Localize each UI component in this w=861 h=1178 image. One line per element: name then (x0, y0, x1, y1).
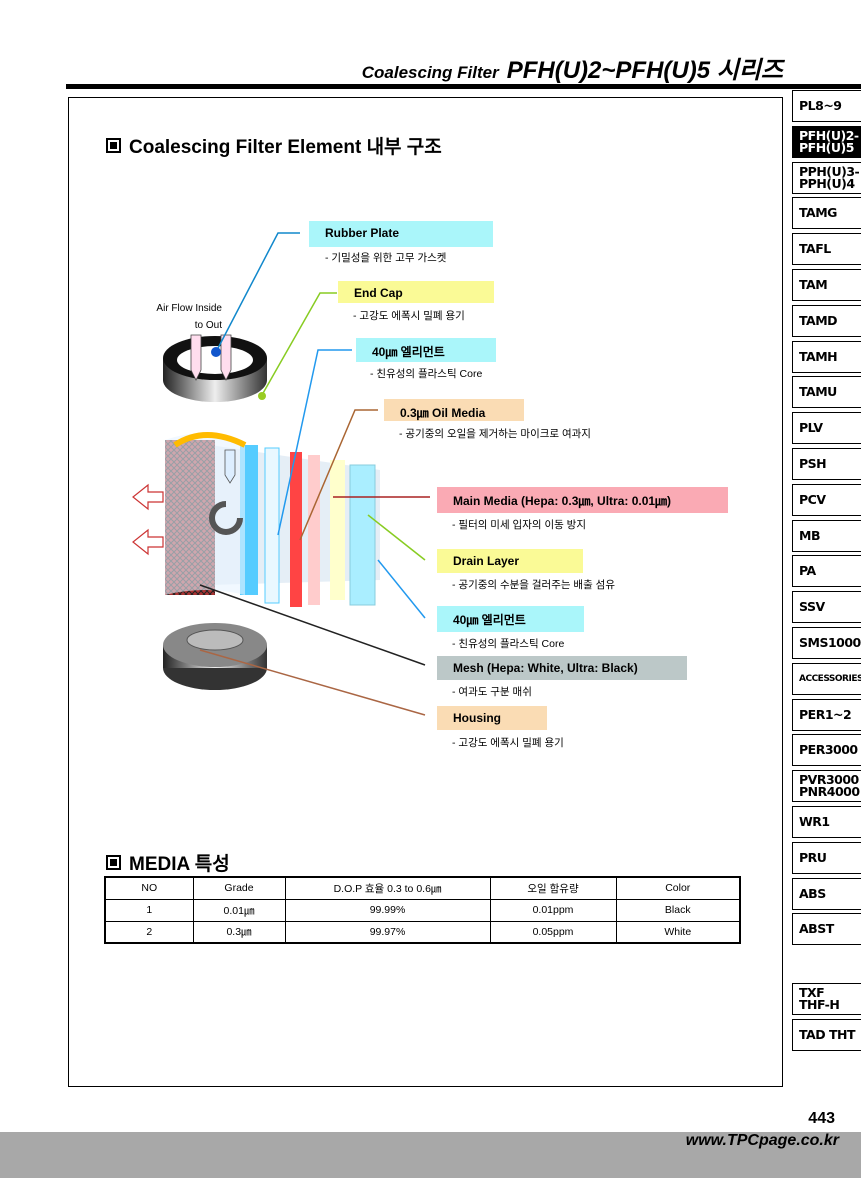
airflow-line1: Air Flow Inside (156, 303, 222, 314)
header-rule (66, 84, 861, 89)
section-heading-media: MEDIA 특성 (106, 849, 230, 876)
page-number: 443 (808, 1110, 835, 1127)
sidebar-gap (792, 949, 861, 983)
footer-url[interactable]: www.TPCpage.co.kr (685, 1132, 839, 1149)
callout-description: - 고강도 에폭시 밀폐 용기 (353, 310, 465, 322)
page-header: Coalescing Filter PFH(U)2~PFH(U)5 시리즈 (362, 50, 783, 85)
airflow-line2: to Out (194, 320, 222, 331)
sidebar-tab[interactable]: PCV (792, 483, 861, 516)
sidebar-tab[interactable]: PER1~2 (792, 698, 861, 731)
callout-label: Drain Layer (437, 549, 583, 573)
square-bullet-icon (106, 138, 121, 153)
sidebar-tab[interactable]: TAMG (792, 197, 861, 230)
content-frame (68, 97, 783, 1087)
col-header: Grade (192, 876, 286, 900)
sidebar-tab[interactable]: TAMD (792, 304, 861, 337)
cell: 1 (104, 898, 194, 922)
section-title: Coalescing Filter Element 내부 구조 (129, 137, 442, 158)
sidebar-tab[interactable]: TAM (792, 268, 861, 301)
sidebar-tab[interactable]: TAD THT (792, 1018, 861, 1051)
section-title: MEDIA 특성 (129, 854, 230, 875)
series-title: PFH(U)2~PFH(U)5 시리즈 (506, 57, 783, 84)
sidebar-tab[interactable]: PPH(U)3- PPH(U)4 (792, 161, 861, 194)
airflow-caption: Air Flow Inside to Out (140, 300, 222, 334)
callout-label: 40㎛ 엘리먼트 (437, 606, 584, 632)
callout-label: End Cap (338, 281, 494, 303)
cell: 99.99% (284, 898, 491, 922)
col-header: NO (104, 876, 194, 900)
callout-description: - 고강도 에폭시 밀폐 용기 (452, 737, 564, 749)
cell: 0.3㎛ (192, 920, 286, 944)
sidebar-tab[interactable]: TAMH (792, 340, 861, 373)
section-heading-structure: Coalescing Filter Element 내부 구조 (106, 132, 442, 159)
sidebar-tab[interactable]: ACCESSORIES (792, 662, 861, 695)
rotation-arrow-icon (209, 501, 243, 535)
sidebar-tab[interactable]: PVR3000 PNR4000 (792, 770, 861, 803)
sidebar-tab[interactable]: MB (792, 519, 861, 552)
sidebar-tab[interactable]: TAFL (792, 233, 861, 266)
series-subtitle: Coalescing Filter (361, 63, 499, 82)
filter-diagram (132, 232, 430, 716)
cell: White (615, 920, 741, 944)
table-header-row: NO Grade D.O.P 효율 0.3 to 0.6㎛ 오일 함유량 Col… (104, 876, 741, 900)
callout-description: - 친유성의 플라스틱 Core (452, 638, 565, 650)
cell: 99.97% (284, 920, 491, 944)
callout-description: - 친유성의 플라스틱 Core (370, 368, 483, 380)
cell: 0.05ppm (489, 920, 617, 944)
callout-description: - 필터의 미세 입자의 이동 방지 (452, 519, 587, 531)
sidebar-tab[interactable]: PA (792, 555, 861, 588)
callout-label: Main Media (Hepa: 0.3㎛, Ultra: 0.01㎛) (437, 487, 728, 513)
airflow-arrow-icon (190, 334, 232, 381)
sidebar-tab[interactable]: PLV (792, 412, 861, 445)
sidebar-tab[interactable]: ABST (792, 913, 861, 946)
sidebar-tab[interactable]: WR1 (792, 805, 861, 838)
callout-description: - 공기중의 오일을 제거하는 마이크로 여과지 (399, 428, 591, 440)
sidebar-tab[interactable]: PER3000 (792, 734, 861, 767)
col-header: D.O.P 효율 0.3 to 0.6㎛ (284, 876, 491, 900)
sidebar-tab[interactable]: SMS1000 (792, 626, 861, 659)
col-header: 오일 함유량 (489, 876, 617, 900)
sidebar-tab[interactable]: PRU (792, 841, 861, 874)
callout-label: Mesh (Hepa: White, Ultra: Black) (437, 656, 687, 680)
cell: Black (615, 898, 741, 922)
callout-description: - 공기중의 수분을 걸러주는 배출 섬유 (452, 579, 615, 591)
sidebar-tab[interactable]: ABS (792, 877, 861, 910)
sidebar-tab[interactable]: SSV (792, 591, 861, 624)
callout-label: 0.3㎛ Oil Media (384, 399, 524, 421)
cell: 2 (104, 920, 194, 944)
callout-label: Rubber Plate (309, 221, 493, 247)
cell: 0.01ppm (489, 898, 617, 922)
media-table: NO Grade D.O.P 효율 0.3 to 0.6㎛ 오일 함유량 Col… (104, 876, 741, 944)
callout-label: 40㎛ 엘리먼트 (356, 338, 496, 362)
sidebar-tab[interactable]: PL8~9 (792, 90, 861, 122)
cell: 0.01㎛ (192, 898, 286, 922)
col-header: Color (615, 876, 741, 900)
sidebar-tab[interactable]: TXF THF-H (792, 983, 861, 1016)
footer-bar (0, 1132, 861, 1178)
callout-description: - 기밀성을 위한 고무 가스켓 (325, 252, 447, 264)
callout-description: - 여과도 구분 매쉬 (452, 686, 532, 698)
sidebar-tab[interactable]: PSH (792, 447, 861, 480)
callout-label: Housing (437, 706, 547, 730)
sidebar-tab[interactable]: TAMU (792, 376, 861, 409)
square-bullet-icon (106, 855, 121, 870)
sidebar-tab[interactable]: PFH(U)2- PFH(U)5 (792, 125, 861, 158)
outflow-arrow-icon (132, 483, 164, 556)
